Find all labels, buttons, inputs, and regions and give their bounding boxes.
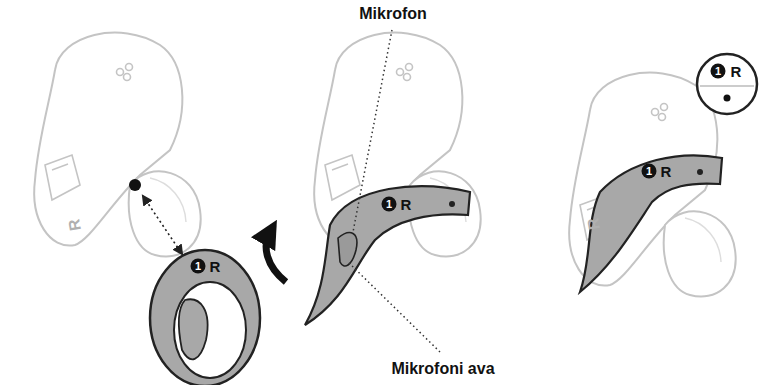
band-dot xyxy=(724,95,731,102)
callout-number: 1 xyxy=(191,259,206,274)
part-label: Mikrofon xyxy=(359,6,427,22)
size-mark: R xyxy=(731,64,742,79)
earbud xyxy=(34,33,200,257)
microphone xyxy=(338,233,357,266)
size-mark: R xyxy=(661,164,672,179)
band-edge xyxy=(700,85,754,86)
leader-line xyxy=(348,262,440,352)
band-dot xyxy=(449,201,455,207)
callout-number: 1 xyxy=(711,64,726,79)
callout-number: 1 xyxy=(382,197,397,212)
mic-hole-dot xyxy=(129,179,141,191)
magnifier xyxy=(697,54,757,114)
alignment-arrow xyxy=(143,196,182,254)
size-mark: R xyxy=(401,197,412,212)
stability-band xyxy=(150,250,260,385)
rotate-arrow xyxy=(266,232,286,282)
band-dot xyxy=(697,169,703,175)
callout-number: 1 xyxy=(642,164,657,179)
part-label: Mikrofoni ava xyxy=(391,361,494,377)
size-mark: R xyxy=(210,259,221,274)
stability-band xyxy=(580,155,722,292)
stability-band xyxy=(305,186,470,325)
